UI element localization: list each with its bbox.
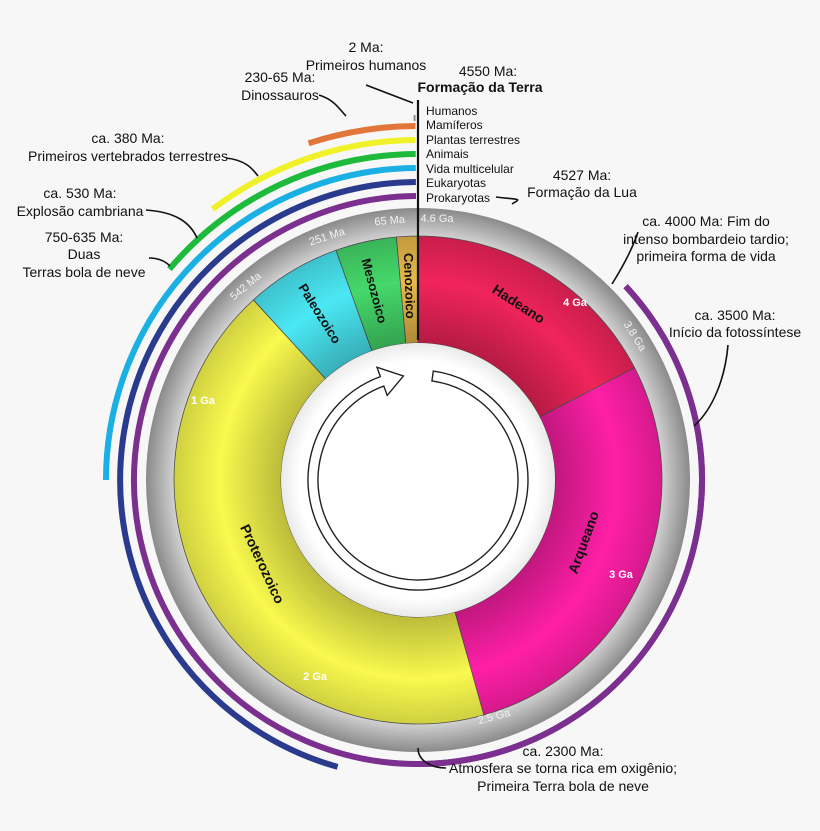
clockwise-arrow	[307, 366, 529, 591]
annotation-vert-time: ca. 380 Ma:	[91, 130, 164, 146]
annotation-bomb-line1: ca. 4000 Ma: Fim do	[642, 213, 770, 229]
annotation-bomb-line3: primeira forma de vida	[636, 248, 775, 264]
annotation-vert-text: Primeiros vertebrados terrestres	[28, 148, 228, 164]
annotation-earth-text: Formação da Terra	[417, 79, 542, 95]
annotation-bomb-line2: intenso bombardeio tardio;	[623, 231, 789, 247]
life-legend: Humanos Mamíferos Plantas terrestres Ani…	[426, 104, 520, 205]
legend-prokaryotas: Prokaryotas	[426, 191, 490, 205]
leader-bola-neve	[148, 257, 171, 267]
ga-4: 4 Ga	[563, 297, 588, 309]
annotation-camb-time: ca. 530 Ma:	[43, 185, 116, 201]
inner-disc	[281, 343, 555, 617]
leader-cambriana	[145, 209, 198, 239]
arc-plantas-terrestres	[210, 137, 416, 212]
label-cenozoico: Cenozoico	[401, 253, 418, 319]
legend-eukaryotas: Eukaryotas	[426, 176, 486, 190]
inner-ga-labels: 4 Ga 3 Ga 2 Ga 1 Ga	[191, 297, 634, 683]
annotation-snow-text2: Terras bola de neve	[23, 264, 146, 280]
annotation-earth-time: 4550 Ma:	[459, 63, 517, 79]
leader-dinossauros	[318, 94, 347, 117]
tick-65-ma: 65 Ma	[374, 214, 406, 229]
leader-lines	[145, 84, 729, 769]
ga-1: 1 Ga	[191, 395, 216, 407]
leader-vertebrados	[225, 157, 259, 177]
annotation-humanos-text: Primeiros humanos	[306, 57, 427, 73]
tick-4-6-ga: 4.6 Ga	[420, 213, 454, 225]
annotation-photo-time: ca. 3500 Ma:	[695, 307, 776, 323]
annotation-oxy-line2: Primeira Terra bola de neve	[477, 778, 649, 794]
annotation-oxy-time: ca. 2300 Ma:	[523, 743, 604, 759]
leader-bombardeio	[611, 231, 639, 285]
annotation-camb-text: Explosão cambriana	[17, 203, 144, 219]
leader-oxigenio	[417, 747, 447, 769]
annotation-snow-time: 750-635 Ma:	[45, 229, 124, 245]
legend-mamiferos: Mamíferos	[426, 118, 483, 132]
annotation-snow-text1: Duas	[68, 246, 101, 262]
annotation-oxy-line1: Atmosfera se torna rica em oxigênio;	[449, 760, 677, 776]
annotation-dino-text: Dinossauros	[241, 87, 319, 103]
leader-humanos	[365, 84, 414, 104]
annotation-photo-text: Início da fotossíntese	[669, 324, 802, 340]
annotations: 2 Ma: Primeiros humanos 230-65 Ma: Dinos…	[17, 39, 802, 794]
arc-mamiferos	[307, 123, 416, 147]
leader-fotossintese	[693, 344, 729, 427]
ga-3: 3 Ga	[609, 569, 634, 581]
annotation-moon-text: Formação da Lua	[527, 184, 637, 200]
legend-animais: Animais	[426, 147, 469, 161]
leader-lua	[495, 196, 519, 205]
annotation-humanos-time: 2 Ma:	[348, 39, 383, 55]
arc-fotossintese	[417, 284, 705, 767]
legend-multicelular: Vida multicelular	[426, 162, 514, 176]
annotation-dino-time: 230-65 Ma:	[245, 69, 316, 85]
annotation-moon-time: 4527 Ma:	[553, 167, 611, 183]
legend-plantas: Plantas terrestres	[426, 133, 520, 147]
ga-2: 2 Ga	[303, 671, 328, 683]
legend-humanos: Humanos	[426, 104, 477, 118]
